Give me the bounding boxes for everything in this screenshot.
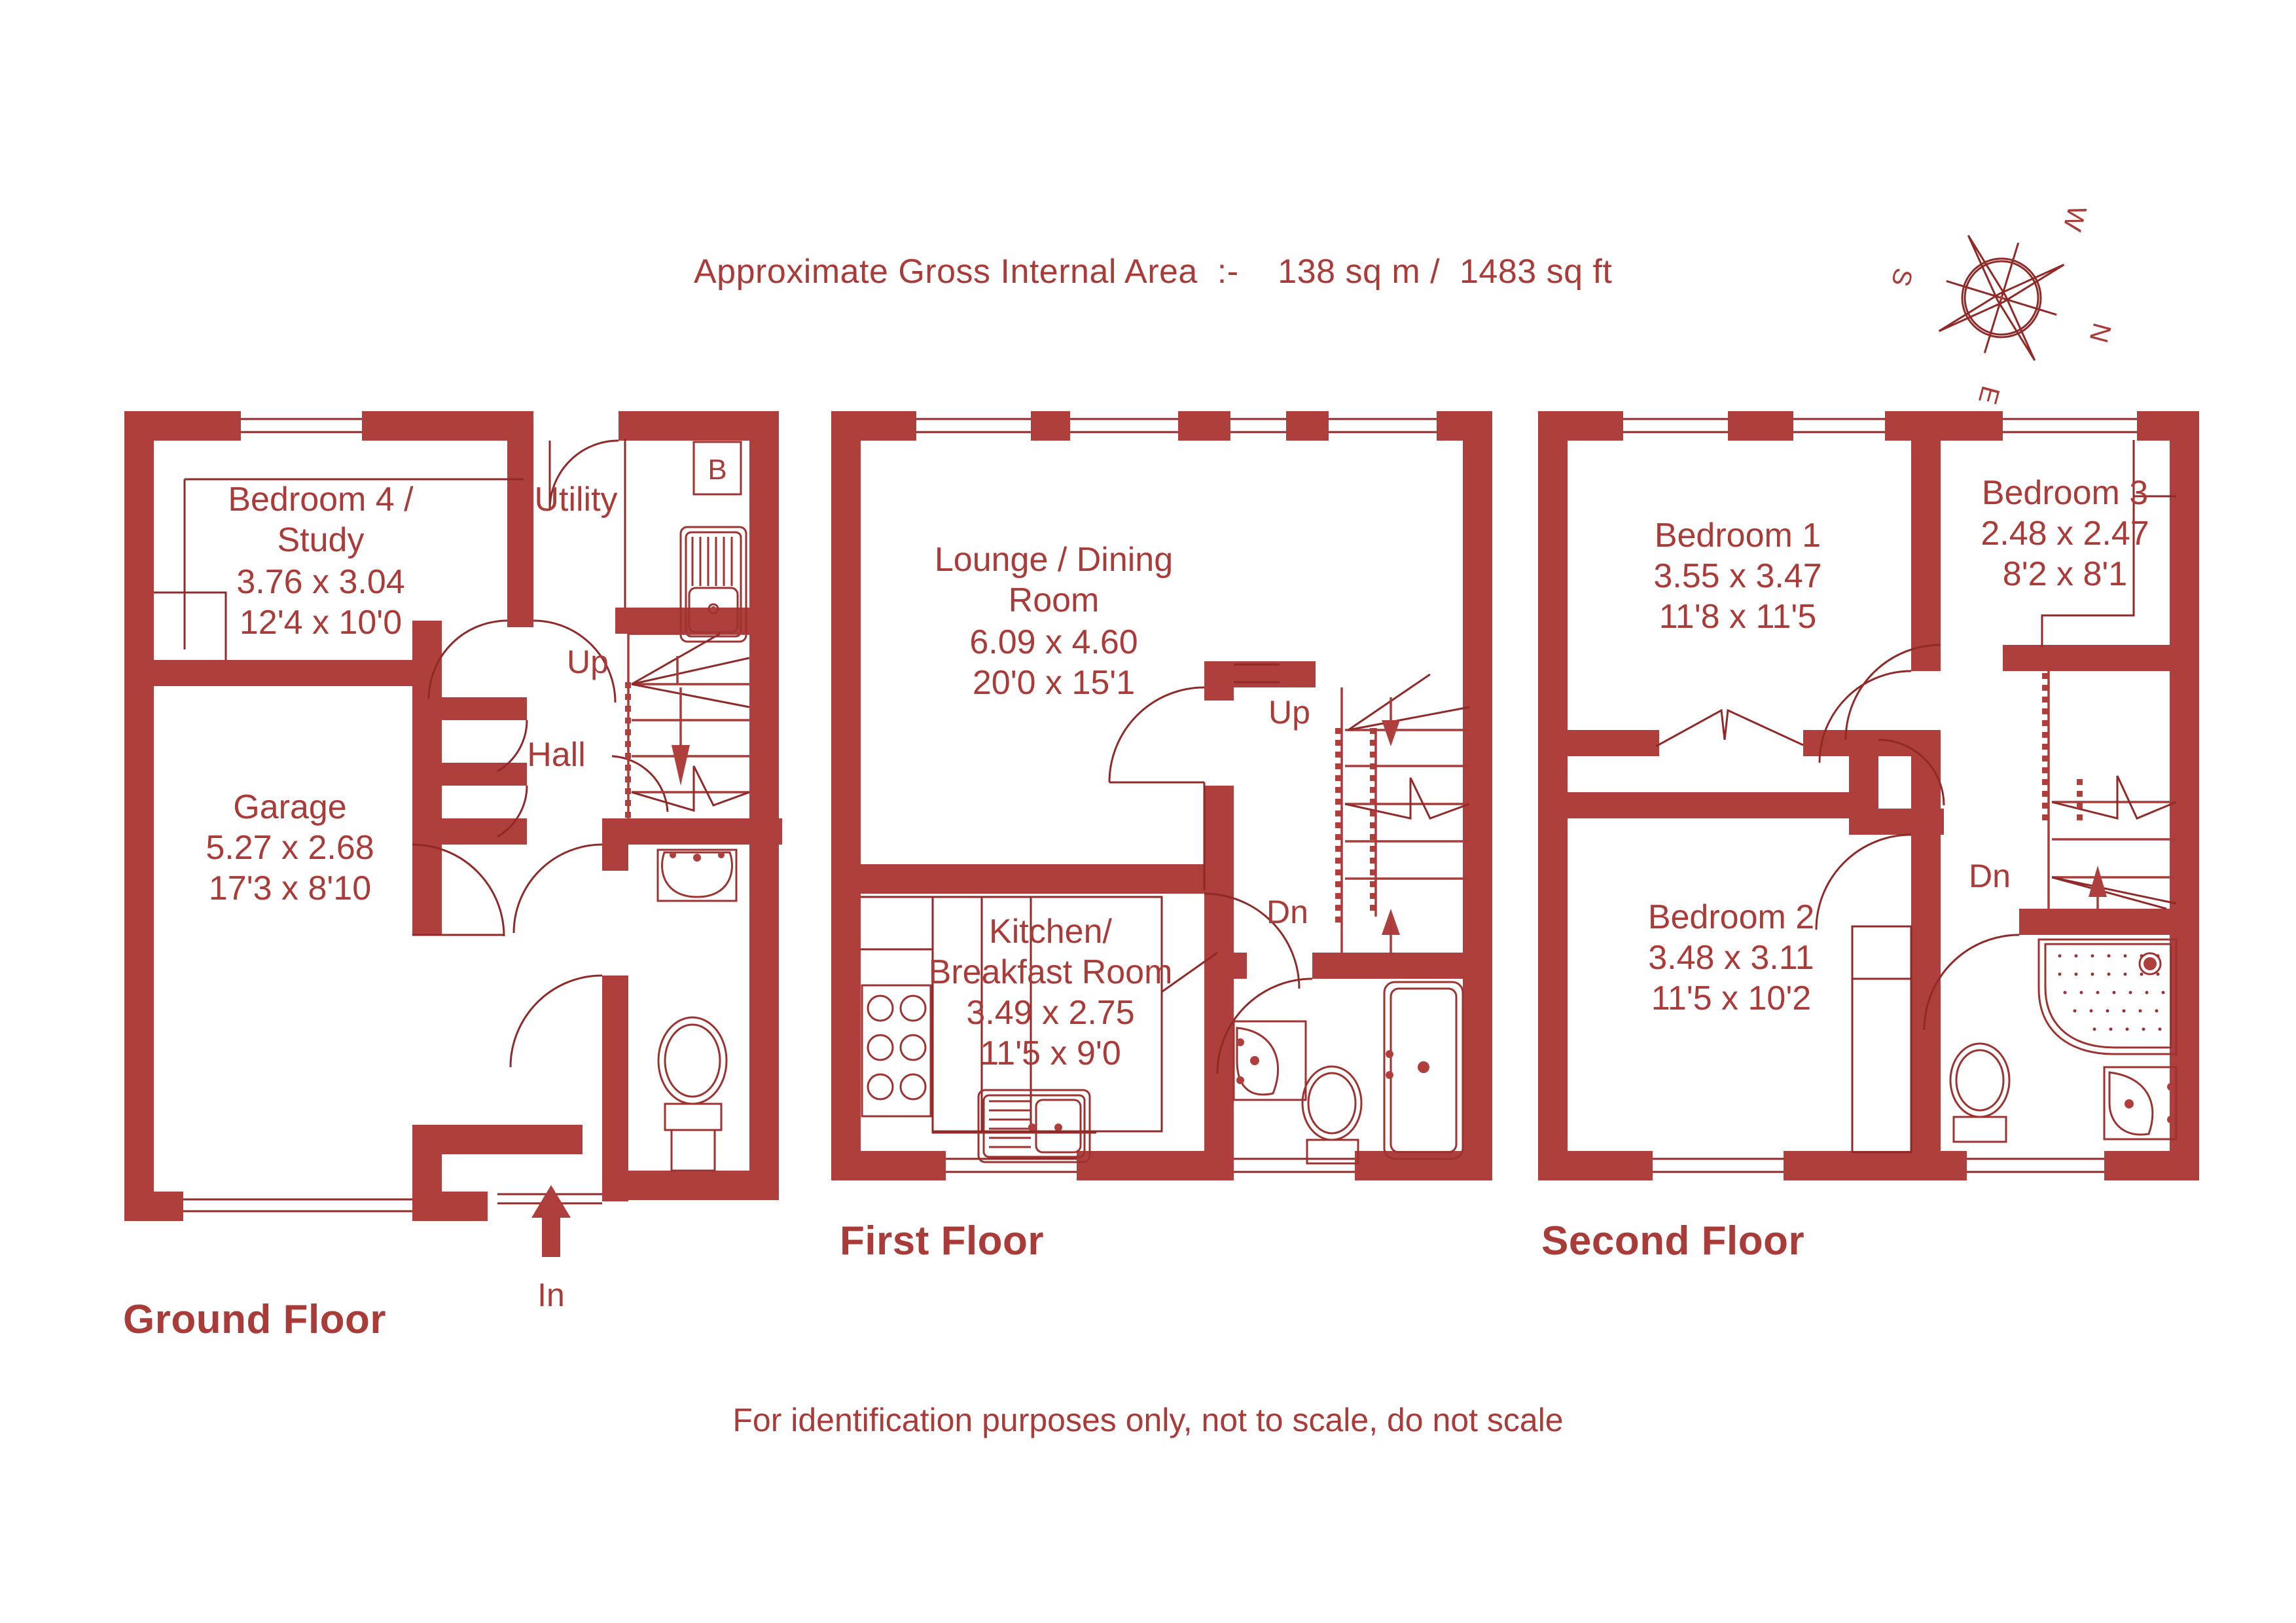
bedroom2-imperial: 11'5 x 10'2 <box>1651 979 1811 1017</box>
bedroom2-metric: 3.48 x 3.11 <box>1648 939 1814 977</box>
ground-floor-title: Ground Floor <box>123 1297 387 1342</box>
first-stairs-dn-label: Dn <box>1266 894 1308 930</box>
ground-floor-plan: B <box>124 411 782 1313</box>
first-floor-internal-walls <box>831 661 1492 1180</box>
kitchen-label-line2: Breakfast Room <box>929 953 1173 991</box>
kitchen-label-line1: Kitchen/ <box>989 913 1112 951</box>
kitchen-metric: 3.49 x 2.75 <box>966 994 1134 1032</box>
bedroom3-metric: 2.48 x 2.47 <box>1981 515 2149 553</box>
first-floor-door-swings <box>1108 686 1313 1074</box>
second-floor-room-labels: Bedroom 1 3.55 x 3.47 11'8 x 11'5 Bedroo… <box>1648 474 2149 1017</box>
second-floor-plan: Bedroom 1 3.55 x 3.47 11'8 x 11'5 Bedroo… <box>1538 411 2199 1180</box>
second-floor-bathroom-fittings <box>1949 938 2178 1143</box>
second-floor-door-swings <box>1815 644 2020 1030</box>
first-floor-plan: Lounge / Dining Room 6.09 x 4.60 20'0 x … <box>831 411 1492 1180</box>
lounge-metric: 6.09 x 4.60 <box>969 623 1138 661</box>
garage-label: Garage <box>233 788 346 826</box>
entrance-arrow <box>531 1185 571 1257</box>
ground-floor-wc-fittings <box>656 848 738 1172</box>
bedroom4-metric: 3.76 x 3.04 <box>236 563 404 601</box>
first-floor-room-labels: Lounge / Dining Room 6.09 x 4.60 20'0 x … <box>929 541 1310 1072</box>
ground-stairs-up-label: Up <box>567 644 609 680</box>
boiler-label: B <box>708 454 726 486</box>
first-stairs-up-label: Up <box>1268 694 1310 731</box>
bedroom1-wardrobe-detail <box>1655 708 1804 748</box>
bedroom2-label: Bedroom 2 <box>1648 898 1814 936</box>
bedroom3-label: Bedroom 3 <box>1982 474 2148 512</box>
second-stairs-dn-label: Dn <box>1969 858 2011 894</box>
bedroom4-label-line2: Study <box>278 521 365 559</box>
first-floor-bathroom-fittings <box>1232 981 1464 1165</box>
bedroom3-imperial: 8'2 x 8'1 <box>2003 555 2127 593</box>
ground-floor-door-swings <box>412 439 669 1205</box>
second-floor-title: Second Floor <box>1541 1218 1805 1264</box>
kitchen-units <box>861 896 1218 1163</box>
lounge-label-line1: Lounge / Dining <box>935 541 1173 579</box>
ground-floor-room-labels: Bedroom 4 / Study 3.76 x 3.04 12'4 x 10'… <box>206 481 617 1313</box>
compass-north-label: N <box>2084 320 2114 346</box>
gross-internal-area-note: Approximate Gross Internal Area :- 138 s… <box>694 253 1613 291</box>
first-floor-staircase <box>1335 673 1470 956</box>
bedroom4-label-line1: Bedroom 4 / <box>228 481 414 519</box>
bedroom2-wardrobe-detail <box>1851 925 1912 1154</box>
garage-imperial: 17'3 x 8'10 <box>209 869 371 907</box>
lounge-imperial: 20'0 x 15'1 <box>973 664 1135 702</box>
compass-west-label: W <box>2057 202 2091 234</box>
compass-south-label: S <box>1886 265 1918 289</box>
ground-floor-staircase <box>625 632 750 818</box>
utility-label: Utility <box>534 481 617 519</box>
first-floor-title: First Floor <box>840 1218 1045 1264</box>
bedroom1-imperial: 11'8 x 11'5 <box>1659 598 1817 636</box>
garage-metric: 5.27 x 2.68 <box>206 829 374 867</box>
compass-rose: W S N E <box>1886 202 2114 407</box>
ground-floor-walls <box>124 411 779 1221</box>
second-floor-internal-walls <box>1568 411 2199 1180</box>
entrance-in-label: In <box>537 1277 565 1313</box>
bedroom1-label: Bedroom 1 <box>1655 517 1821 555</box>
kitchen-imperial: 11'5 x 9'0 <box>980 1034 1121 1072</box>
disclaimer-note: For identification purposes only, not to… <box>732 1402 1564 1438</box>
bedroom3-cupboard-detail <box>2041 440 2176 647</box>
hall-label: Hall <box>527 736 586 774</box>
bedroom4-inner-detail <box>154 478 524 660</box>
bedroom1-metric: 3.55 x 3.47 <box>1653 557 1821 595</box>
lounge-label-line2: Room <box>1009 581 1100 619</box>
bedroom4-imperial: 12'4 x 10'0 <box>240 604 402 642</box>
ground-floor-internal-walls <box>124 411 782 1201</box>
second-floor-staircase <box>2042 671 2177 910</box>
first-floor-walls <box>831 411 1492 1180</box>
